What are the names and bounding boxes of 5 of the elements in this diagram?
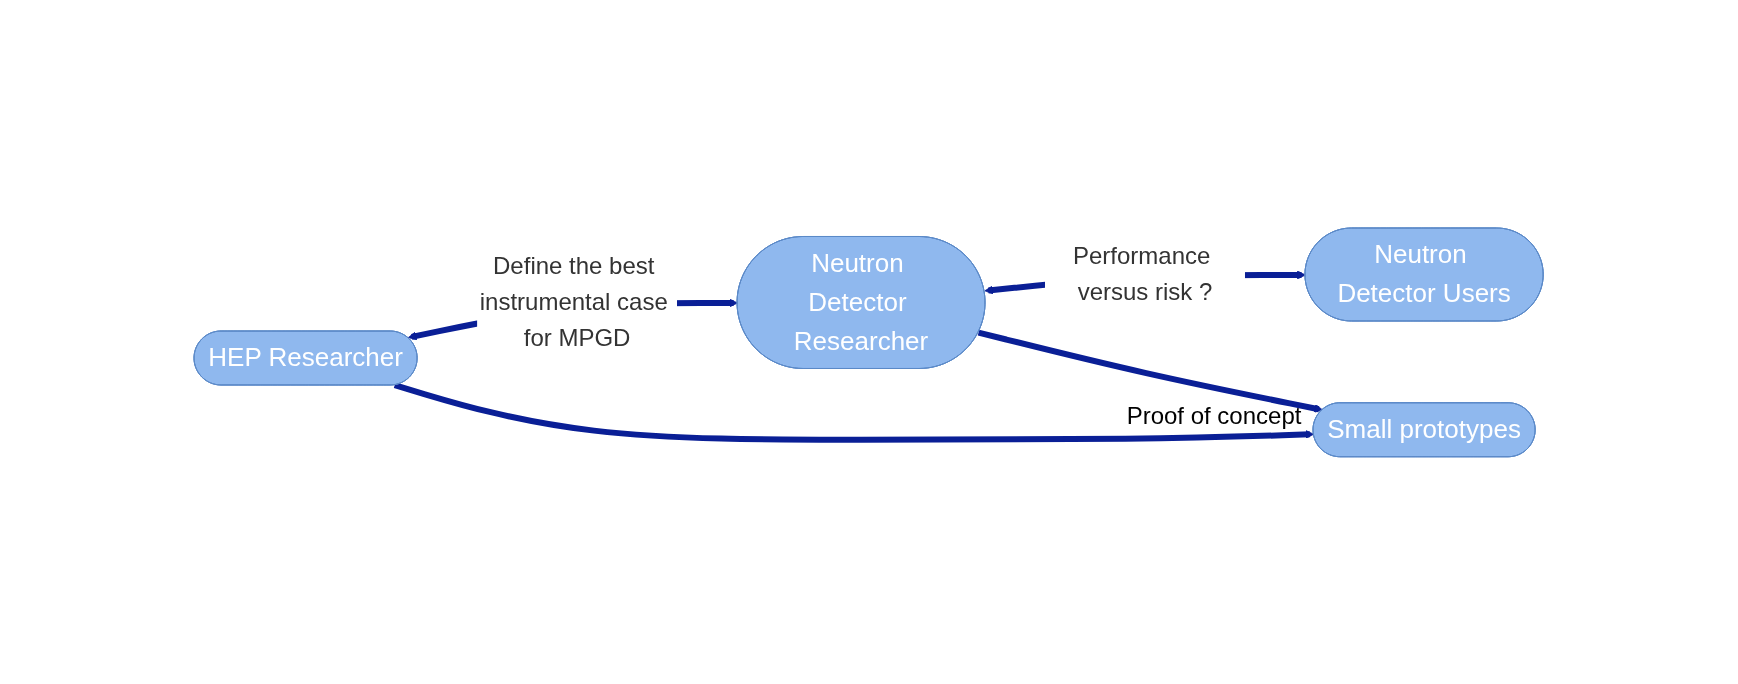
arrow: [978, 329, 1324, 413]
edge-label: Performance versus risk ?: [1073, 242, 1213, 306]
arrow: [394, 381, 1315, 443]
edge-label: Define the best instrumental case for MPGD: [480, 252, 669, 352]
node-caption: Proof of concept: [1126, 402, 1302, 431]
